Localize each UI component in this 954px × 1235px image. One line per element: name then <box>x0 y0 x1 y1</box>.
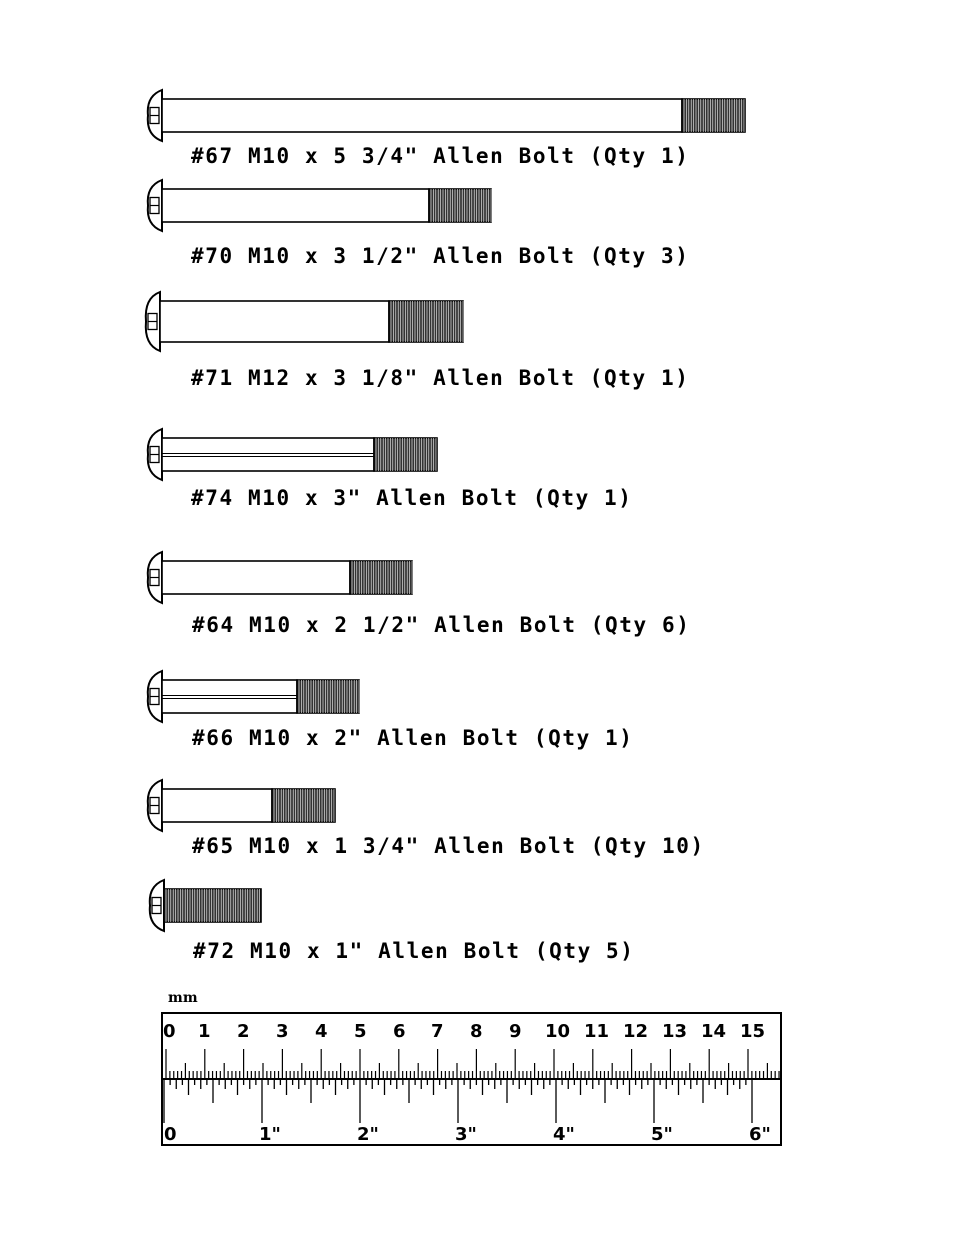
cm-label: 9 <box>509 1021 522 1042</box>
bolt-label-65: #65 M10 x 1 3/4" Allen Bolt (Qty 10) <box>192 834 705 858</box>
bolt-shank <box>161 788 273 823</box>
bolt-shank <box>161 188 430 223</box>
cm-label: 6 <box>393 1021 406 1042</box>
cm-label: 0 <box>163 1021 176 1042</box>
bolt-72 <box>148 878 262 933</box>
bolt-shank <box>161 679 298 714</box>
inch-label: 1" <box>259 1124 281 1145</box>
cm-label: 10 <box>545 1021 571 1042</box>
cm-label: 11 <box>584 1021 610 1042</box>
bolt-71 <box>144 290 464 353</box>
bolt-label-70: #70 M10 x 3 1/2" Allen Bolt (Qty 3) <box>191 244 690 268</box>
inch-label: 0 <box>164 1124 177 1145</box>
ruler <box>161 1012 782 1146</box>
inch-label: 5" <box>651 1124 673 1145</box>
bolt-label-66: #66 M10 x 2" Allen Bolt (Qty 1) <box>192 726 634 750</box>
bolt-shank <box>161 437 375 472</box>
bolt-label-72: #72 M10 x 1" Allen Bolt (Qty 5) <box>193 939 635 963</box>
inch-label: 3" <box>455 1124 477 1145</box>
cm-label: 1 <box>198 1021 211 1042</box>
inch-label: 4" <box>553 1124 575 1145</box>
cm-label: 12 <box>623 1021 649 1042</box>
cm-label: 15 <box>740 1021 766 1042</box>
cm-label: 5 <box>354 1021 367 1042</box>
bolt-thread <box>388 300 464 343</box>
bolt-shank <box>159 300 390 343</box>
bolt-74 <box>146 427 438 482</box>
inch-label: 6" <box>749 1124 771 1145</box>
ruler-unit-label: mm <box>168 990 198 1006</box>
cm-label: 8 <box>470 1021 483 1042</box>
bolt-label-64: #64 M10 x 2 1/2" Allen Bolt (Qty 6) <box>192 613 691 637</box>
bolt-label-67: #67 M10 x 5 3/4" Allen Bolt (Qty 1) <box>191 144 690 168</box>
cm-label: 13 <box>662 1021 688 1042</box>
bolt-65 <box>146 778 336 833</box>
cm-label: 4 <box>315 1021 328 1042</box>
bolt-shank <box>161 560 351 595</box>
bolt-64 <box>146 550 413 605</box>
bolt-70 <box>146 178 492 233</box>
inch-label: 2" <box>357 1124 379 1145</box>
bolt-66 <box>146 669 360 724</box>
cm-label: 2 <box>237 1021 250 1042</box>
bolt-67 <box>146 88 746 143</box>
bolt-label-74: #74 M10 x 3" Allen Bolt (Qty 1) <box>191 486 633 510</box>
bolt-thread <box>163 888 262 923</box>
cm-label: 7 <box>431 1021 444 1042</box>
cm-label: 3 <box>276 1021 289 1042</box>
bolt-shank <box>161 98 683 133</box>
bolt-label-71: #71 M12 x 3 1/8" Allen Bolt (Qty 1) <box>191 366 690 390</box>
cm-label: 14 <box>701 1021 727 1042</box>
